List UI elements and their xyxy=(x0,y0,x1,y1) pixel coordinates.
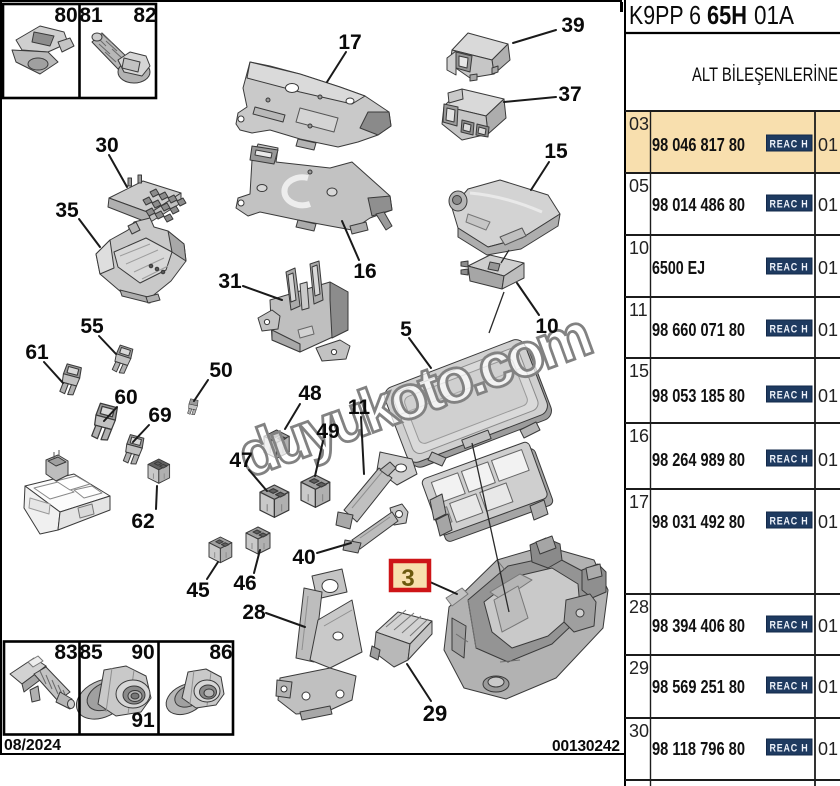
svg-text:65H: 65H xyxy=(707,0,747,30)
svg-text:49: 49 xyxy=(316,420,339,443)
svg-text:45: 45 xyxy=(186,579,210,602)
svg-text:98 264 989 80: 98 264 989 80 xyxy=(652,450,745,470)
svg-text:6500 EJ: 6500 EJ xyxy=(652,258,705,278)
svg-text:98 569 251 80: 98 569 251 80 xyxy=(652,677,745,697)
svg-text:61: 61 xyxy=(25,341,49,364)
svg-text:16: 16 xyxy=(353,260,376,283)
svg-text:69: 69 xyxy=(148,404,171,427)
svg-text:08/2024: 08/2024 xyxy=(4,737,61,754)
svg-text:30: 30 xyxy=(95,134,118,157)
svg-text:98 031 492 80: 98 031 492 80 xyxy=(652,512,745,532)
svg-text:30: 30 xyxy=(629,721,649,741)
svg-text:REAC H: REAC H xyxy=(770,743,809,755)
svg-text:01: 01 xyxy=(818,386,838,406)
svg-text:98 394 406 80: 98 394 406 80 xyxy=(652,616,745,636)
svg-text:15: 15 xyxy=(629,361,649,381)
svg-text:K9PP 6: K9PP 6 xyxy=(629,0,701,30)
svg-text:REAC H: REAC H xyxy=(770,681,809,693)
svg-text:98 118 796 80: 98 118 796 80 xyxy=(652,739,745,759)
svg-text:37: 37 xyxy=(558,83,581,106)
svg-text:83: 83 xyxy=(54,641,77,664)
svg-text:15: 15 xyxy=(544,140,568,163)
svg-text:28: 28 xyxy=(242,601,266,624)
svg-text:REAC H: REAC H xyxy=(770,262,809,274)
svg-text:16: 16 xyxy=(629,426,649,446)
svg-text:REAC H: REAC H xyxy=(770,139,809,151)
svg-text:10: 10 xyxy=(535,315,558,338)
svg-text:98 014 486 80: 98 014 486 80 xyxy=(652,195,745,215)
svg-text:REAC H: REAC H xyxy=(770,454,809,466)
svg-text:11: 11 xyxy=(348,396,371,419)
svg-text:98 053 185 80: 98 053 185 80 xyxy=(652,386,745,406)
svg-text:01: 01 xyxy=(818,677,838,697)
svg-text:98 046 817 80: 98 046 817 80 xyxy=(652,135,745,155)
svg-text:40: 40 xyxy=(292,546,315,569)
svg-text:55: 55 xyxy=(80,315,104,338)
svg-text:01: 01 xyxy=(818,512,838,532)
svg-text:01: 01 xyxy=(818,258,838,278)
svg-text:REAC H: REAC H xyxy=(770,199,809,211)
svg-text:85: 85 xyxy=(79,641,103,664)
svg-text:81: 81 xyxy=(79,4,103,27)
svg-text:01: 01 xyxy=(818,616,838,636)
svg-text:05: 05 xyxy=(629,176,649,196)
svg-text:86: 86 xyxy=(209,641,232,664)
svg-text:60: 60 xyxy=(114,386,137,409)
svg-text:29: 29 xyxy=(423,701,447,726)
svg-text:ALT BİLEŞENLERİNE: ALT BİLEŞENLERİNE xyxy=(692,65,838,86)
svg-text:REAC H: REAC H xyxy=(770,516,809,528)
svg-text:01A: 01A xyxy=(754,0,795,30)
svg-text:47: 47 xyxy=(229,449,252,472)
svg-text:3: 3 xyxy=(401,565,414,592)
svg-text:00130242: 00130242 xyxy=(552,738,620,755)
svg-text:28: 28 xyxy=(629,597,649,617)
svg-text:62: 62 xyxy=(131,510,154,533)
svg-text:10: 10 xyxy=(629,238,649,258)
svg-text:91: 91 xyxy=(131,709,155,732)
svg-text:29: 29 xyxy=(629,658,649,678)
svg-text:90: 90 xyxy=(131,641,154,664)
svg-text:5: 5 xyxy=(400,318,412,341)
svg-text:11: 11 xyxy=(629,300,648,320)
svg-text:REAC H: REAC H xyxy=(770,324,809,336)
svg-text:31: 31 xyxy=(218,270,242,293)
svg-text:48: 48 xyxy=(298,382,322,405)
svg-text:01: 01 xyxy=(818,195,838,215)
svg-text:80: 80 xyxy=(54,4,77,27)
svg-text:39: 39 xyxy=(561,14,584,37)
svg-text:01: 01 xyxy=(818,739,838,759)
svg-text:REAC H: REAC H xyxy=(770,620,809,632)
svg-text:01: 01 xyxy=(818,450,838,470)
svg-text:01: 01 xyxy=(818,135,838,155)
svg-text:01: 01 xyxy=(818,320,838,340)
svg-text:REAC H: REAC H xyxy=(770,390,809,402)
svg-text:82: 82 xyxy=(133,4,156,27)
svg-text:50: 50 xyxy=(209,359,232,382)
svg-text:17: 17 xyxy=(338,31,361,54)
svg-text:35: 35 xyxy=(55,199,79,222)
svg-text:46: 46 xyxy=(233,572,256,595)
svg-text:03: 03 xyxy=(629,114,649,134)
svg-text:98 660 071 80: 98 660 071 80 xyxy=(652,320,745,340)
svg-text:17: 17 xyxy=(629,492,649,512)
